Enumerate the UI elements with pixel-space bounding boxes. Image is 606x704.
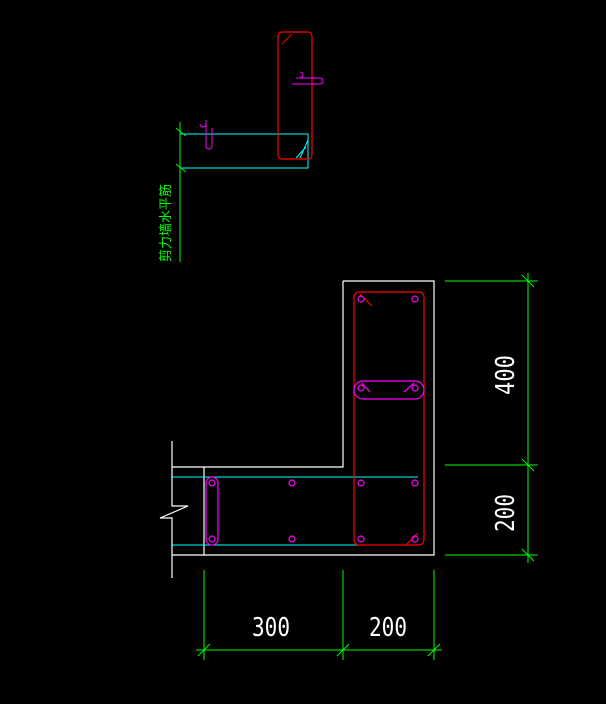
dim-right-lower: 200 [491,494,521,532]
label-leader-tick [175,127,187,137]
label-leader-tick-2 [175,163,187,173]
annotation-label: 剪力墙水平筋 [158,184,174,262]
detail-sketch: 剪力墙水平筋 [158,31,324,262]
section-outline [159,280,435,578]
stirrup-hook-sketch-top [281,33,293,45]
dim-right-upper: 400 [491,355,521,395]
break-line [159,441,189,578]
dim-bottom-right: 200 [369,613,407,643]
dimension-texts: 300 200 400 200 [252,355,521,643]
wall-bars [172,476,418,546]
column-stirrup-sketch [277,31,313,160]
dim-bottom-left: 300 [252,613,290,643]
wall-horizontal-bar [179,133,309,169]
rebar-dots [208,295,419,543]
tie-horizontal [353,380,425,400]
tie-sketch-vertical [199,120,213,150]
tie-vertical [205,476,219,546]
tie-sketch-horizontal [292,71,324,85]
stirrup-hook-sketch-bottom-2 [299,139,309,159]
dimension-lines [196,273,538,660]
ties [205,380,425,546]
column-stirrup [353,291,425,546]
